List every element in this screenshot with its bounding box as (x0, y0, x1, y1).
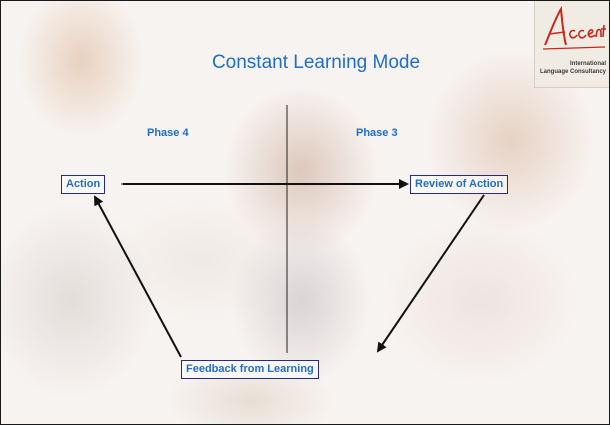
accent-logo: International Language Consultancy (534, 1, 609, 88)
node-review-of-action: Review of Action (410, 175, 509, 194)
node-feedback-from-learning: Feedback from Learning (181, 360, 319, 379)
arrow-feedback-to-action (94, 195, 182, 358)
accent-logo-icon (542, 5, 606, 50)
slide-title: Constant Learning Mode (211, 52, 421, 73)
logo-line-international: International (569, 61, 606, 67)
node-action: Action (61, 175, 106, 194)
phase-3-label: Phase 3 (356, 127, 398, 139)
phase-4-label: Phase 4 (147, 127, 189, 139)
logo-line-consultancy: Language Consultancy (539, 69, 606, 75)
arrow-review-to-feedback (376, 194, 485, 353)
